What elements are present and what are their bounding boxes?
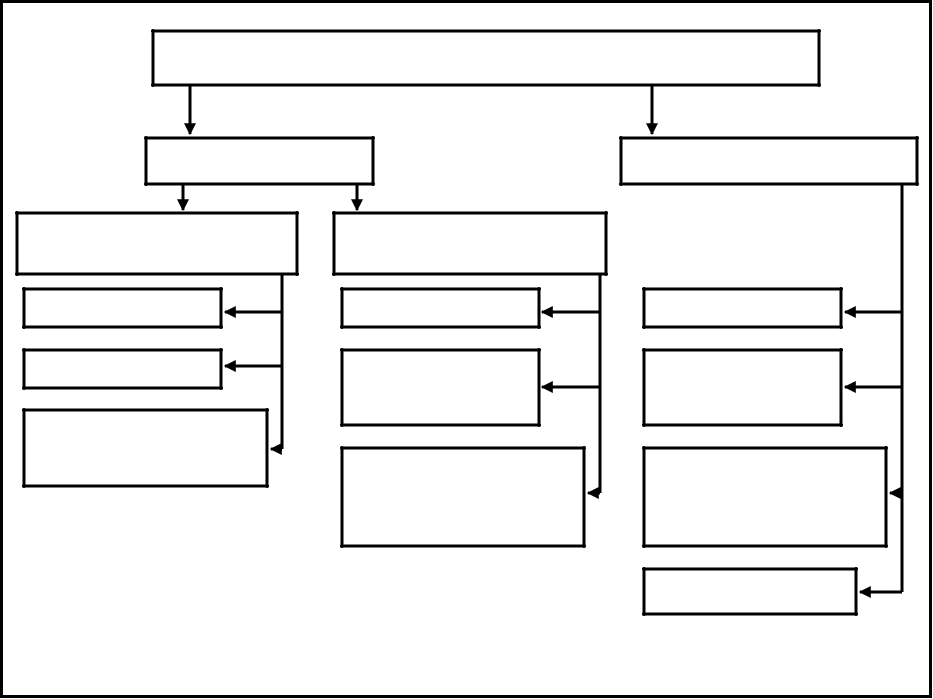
corner-dot: [839, 348, 843, 352]
leaf-c4: [642, 567, 858, 616]
corner-dot: [22, 484, 26, 488]
corner-dot: [265, 408, 269, 412]
corner-dot: [642, 287, 646, 291]
leaf-box-a1: [22, 287, 223, 329]
leaf-box-c1: [642, 287, 843, 329]
corner-dot: [340, 325, 344, 329]
corner-dot: [642, 423, 646, 427]
corner-dot: [537, 423, 541, 427]
corner-dot: [642, 446, 646, 450]
corner-dot: [144, 182, 148, 186]
root-box: [151, 29, 821, 87]
corner-dot: [265, 484, 269, 488]
leaf-b1: [340, 287, 541, 329]
leaf-c1: [642, 287, 843, 329]
corner-dot: [219, 325, 223, 329]
leaf-b3: [340, 446, 586, 548]
corner-dot: [604, 272, 608, 276]
leaf-c3: [642, 446, 888, 548]
corner-dot: [22, 386, 26, 390]
corner-dot: [642, 325, 646, 329]
level1-node-right: [619, 136, 919, 186]
corner-dot: [340, 423, 344, 427]
root-node: [151, 29, 821, 87]
corner-dot: [371, 136, 375, 140]
corner-dot: [22, 348, 26, 352]
corner-dot: [604, 211, 608, 215]
corner-dot: [817, 83, 821, 87]
leaf-box-c3: [642, 446, 888, 548]
corner-dot: [915, 136, 919, 140]
level1-box-left: [144, 136, 375, 186]
corner-dot: [642, 567, 646, 571]
leaf-box-b3: [340, 446, 586, 548]
leaf-box-b2: [340, 348, 541, 427]
corner-dot: [915, 182, 919, 186]
leaf-b2: [340, 348, 541, 427]
corner-dot: [15, 272, 19, 276]
corner-dot: [619, 136, 623, 140]
level1-node-left: [144, 136, 375, 186]
leaf-box-c2: [642, 348, 843, 427]
corner-dot: [22, 325, 26, 329]
corner-dot: [839, 423, 843, 427]
corner-dot: [854, 612, 858, 616]
corner-dot: [854, 567, 858, 571]
corner-dot: [537, 325, 541, 329]
corner-dot: [537, 348, 541, 352]
corner-dot: [884, 446, 888, 450]
corner-dot: [219, 386, 223, 390]
leaf-a3: [22, 408, 269, 488]
corner-dot: [839, 325, 843, 329]
corner-dot: [219, 287, 223, 291]
corner-dot: [582, 446, 586, 450]
corner-dot: [332, 272, 336, 276]
corner-dot: [537, 287, 541, 291]
corner-dot: [144, 136, 148, 140]
corner-dot: [22, 408, 26, 412]
leaf-a1: [22, 287, 223, 329]
corner-dot: [15, 211, 19, 215]
corner-dot: [817, 29, 821, 33]
leaf-box-b1: [340, 287, 541, 329]
leaf-a2: [22, 348, 223, 390]
corner-dot: [219, 348, 223, 352]
corner-dot: [22, 287, 26, 291]
corner-dot: [295, 272, 299, 276]
leaf-box-c4: [642, 567, 858, 616]
corner-dot: [332, 211, 336, 215]
corner-dot: [884, 544, 888, 548]
corner-dot: [340, 446, 344, 450]
corner-dot: [340, 348, 344, 352]
corner-dot: [371, 182, 375, 186]
corner-dot: [151, 29, 155, 33]
corner-markers: [15, 29, 919, 616]
level2-box-b: [332, 211, 608, 276]
corner-dot: [340, 544, 344, 548]
corner-dot: [642, 348, 646, 352]
level2-box-a: [15, 211, 299, 276]
level1-box-right: [619, 136, 919, 186]
corner-dot: [619, 182, 623, 186]
leaf-c2: [642, 348, 843, 427]
leaf-box-a3: [22, 408, 269, 488]
corner-dot: [151, 83, 155, 87]
level2-node-b: [332, 211, 608, 276]
corner-dot: [582, 544, 586, 548]
corner-dot: [839, 287, 843, 291]
corner-dot: [340, 287, 344, 291]
leaf-box-a2: [22, 348, 223, 390]
corner-dot: [295, 211, 299, 215]
corner-dot: [642, 544, 646, 548]
corner-dot: [642, 612, 646, 616]
level2-node-a: [15, 211, 299, 276]
